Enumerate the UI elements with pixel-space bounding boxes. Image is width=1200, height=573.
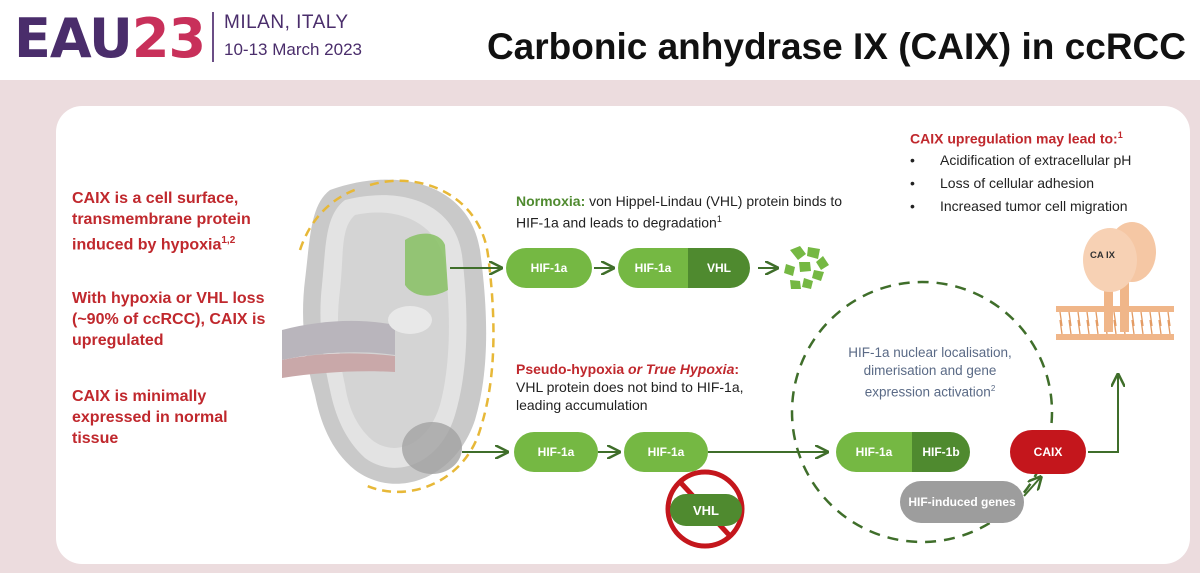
logo-text: EAU — [14, 7, 133, 70]
vhl-absent: VHL — [670, 494, 742, 526]
list-item: •Acidification of extracellular pH — [910, 152, 1132, 168]
slide-title: Carbonic anhydrase IX (CAIX) in ccRCC — [486, 26, 1186, 67]
lipid-tail — [1113, 319, 1117, 335]
kidney-illustration — [282, 179, 495, 494]
lipid-tail — [1086, 319, 1090, 335]
ca-ix-protein-label: CA IX — [1090, 250, 1115, 261]
lipid-tail — [1077, 311, 1081, 327]
normoxia-text: Normoxia: von Hippel-Lindau (VHL) protei… — [516, 193, 843, 231]
caix-node: CAIX — [1010, 430, 1086, 474]
left-text-1: CAIX is a cell surface, transmembrane pr… — [72, 190, 251, 254]
lipid-tail — [1086, 311, 1090, 327]
logo-year: 23 — [131, 7, 206, 70]
complex-hif1b: HIF-1b — [912, 432, 970, 472]
lipid-tail — [1059, 311, 1063, 327]
left-text-3: CAIX is minimally expressed in normal ti… — [72, 388, 228, 447]
lipid-tail — [1095, 311, 1099, 327]
list-item: •Increased tumor cell migration — [910, 198, 1128, 214]
lipid-tail — [1095, 319, 1099, 335]
hif1a-vhl-complex: HIF-1a VHL — [618, 248, 750, 288]
degradation-icon — [784, 246, 829, 289]
lipid-tail — [1068, 319, 1072, 335]
hif1a-normoxia: HIF-1a — [506, 248, 592, 288]
congress-location: MILAN, ITALY — [224, 12, 349, 33]
lipid-tail — [1059, 319, 1063, 335]
nucleus-circle — [790, 280, 1054, 544]
complex-vhl: VHL — [688, 248, 750, 288]
arrow-genes-to-caix — [1023, 478, 1040, 497]
lipid-tail — [1158, 311, 1162, 327]
nucleus-text: HIF-1a nuclear localisation, dimerisatio… — [848, 345, 1012, 400]
lipid-tail — [1158, 319, 1162, 335]
complex-hif1a: HIF-1a — [618, 248, 688, 288]
caix-upregulation-title: CAIX upregulation may lead to:1 — [910, 130, 1123, 147]
lipid-tail — [1140, 311, 1144, 327]
logo-divider — [212, 12, 214, 62]
lipid-tail — [1077, 319, 1081, 335]
list-item: •Loss of cellular adhesion — [910, 175, 1095, 191]
congress-dates: 10-13 March 2023 — [224, 40, 362, 59]
lipid-tail — [1149, 311, 1153, 327]
lipid-tail — [1131, 311, 1135, 327]
left-text-2: With hypoxia or VHL loss (~90% of ccRCC)… — [72, 290, 266, 349]
lipid-tail — [1068, 311, 1072, 327]
cell-membrane — [1056, 222, 1174, 340]
hif1a-pseudo-2: HIF-1a — [624, 432, 708, 472]
caix-effects-list: •Acidification of extracellular pH •Loss… — [910, 152, 1131, 221]
pseudo-hypoxia-text: Pseudo-hypoxia or True Hypoxia: VHL prot… — [516, 361, 744, 413]
lipid-tail — [1167, 319, 1171, 335]
lipid-tail — [1167, 311, 1171, 327]
complex-hif1a-nuclear: HIF-1a — [836, 432, 912, 472]
lipid-tail — [1140, 319, 1144, 335]
lipid-tail — [1149, 319, 1153, 335]
lipid-tail — [1131, 319, 1135, 335]
hif-induced-genes: HIF-induced genes — [900, 481, 1024, 523]
hif1a-pseudo-1: HIF-1a — [514, 432, 598, 472]
lipid-tail — [1113, 311, 1117, 327]
arrow-caix-to-membrane — [1088, 376, 1118, 453]
hif1a-hif1b-complex: HIF-1a HIF-1b — [836, 432, 970, 472]
